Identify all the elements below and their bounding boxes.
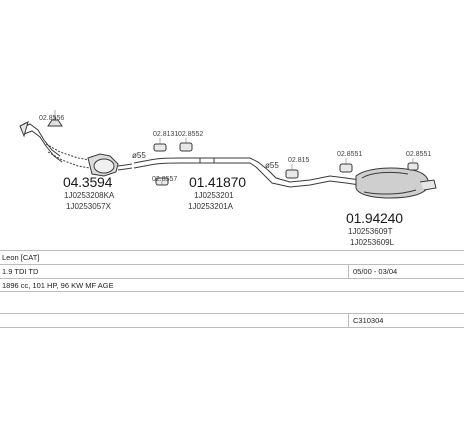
vehicle-model: Leon [CAT] bbox=[2, 253, 40, 262]
fitting-top-left-drawing bbox=[47, 116, 63, 127]
table-row-divider bbox=[0, 264, 464, 265]
exhaust-drawing bbox=[19, 110, 437, 199]
front-pipe-drawing bbox=[19, 121, 91, 169]
table-row-divider bbox=[0, 250, 464, 251]
table-row-divider bbox=[0, 278, 464, 279]
table-row-divider bbox=[0, 291, 464, 292]
fitting-label-top-left: 02.8556 bbox=[39, 115, 65, 122]
vehicle-dates: 05/00 - 03/04 bbox=[353, 267, 398, 276]
part-ref-3a: 1J0253609T bbox=[348, 227, 393, 236]
part-number-2: 01.41870 bbox=[189, 174, 246, 190]
part-ref-2b: 1J0253201A bbox=[188, 202, 233, 211]
part-ref-3b: 1J0253609L bbox=[350, 238, 395, 247]
exhaust-system-diagram: 02.8556 02.8131 02.8552 02.8557 02.815 0… bbox=[19, 110, 437, 247]
diameter-label-2: ø55 bbox=[265, 161, 279, 170]
part-ref-1b: 1J0253057X bbox=[66, 202, 111, 211]
leader-lines bbox=[54, 110, 414, 185]
rear-pipe-drawing bbox=[263, 169, 361, 188]
table-row-divider bbox=[0, 327, 464, 328]
part-number-1: 04.3594 bbox=[63, 174, 113, 190]
fitting-label-right-c: 02.8551 bbox=[406, 151, 432, 158]
table-column-divider bbox=[348, 313, 349, 327]
part-ref-2a: 1J0253201 bbox=[194, 191, 234, 200]
table-column-divider bbox=[348, 264, 349, 278]
diameter-label-1: ø55 bbox=[132, 151, 146, 160]
vehicle-engine: 1.9 TDI TD bbox=[2, 267, 39, 276]
vehicle-spec: 1896 cc, 101 HP, 96 KW MF AGE bbox=[2, 281, 114, 290]
catalogue-code: C310304 bbox=[353, 316, 384, 325]
fitting-label-mid-a: 02.8131 bbox=[153, 131, 179, 138]
intermediate-pipe-drawing bbox=[133, 157, 269, 176]
fitting-label-mid-b: 02.8552 bbox=[178, 131, 204, 138]
catalytic-converter-drawing bbox=[87, 153, 133, 177]
part-ref-1a: 1J0253208KA bbox=[64, 191, 115, 200]
fitting-label-right-a: 02.815 bbox=[288, 157, 310, 164]
part-number-3: 01.94240 bbox=[346, 210, 403, 226]
table-row-divider bbox=[0, 313, 464, 314]
fitting-label-right-b: 02.8551 bbox=[337, 151, 363, 158]
fitting-label-mid-c: 02.8557 bbox=[152, 176, 178, 183]
rear-silencer-drawing bbox=[355, 167, 437, 199]
